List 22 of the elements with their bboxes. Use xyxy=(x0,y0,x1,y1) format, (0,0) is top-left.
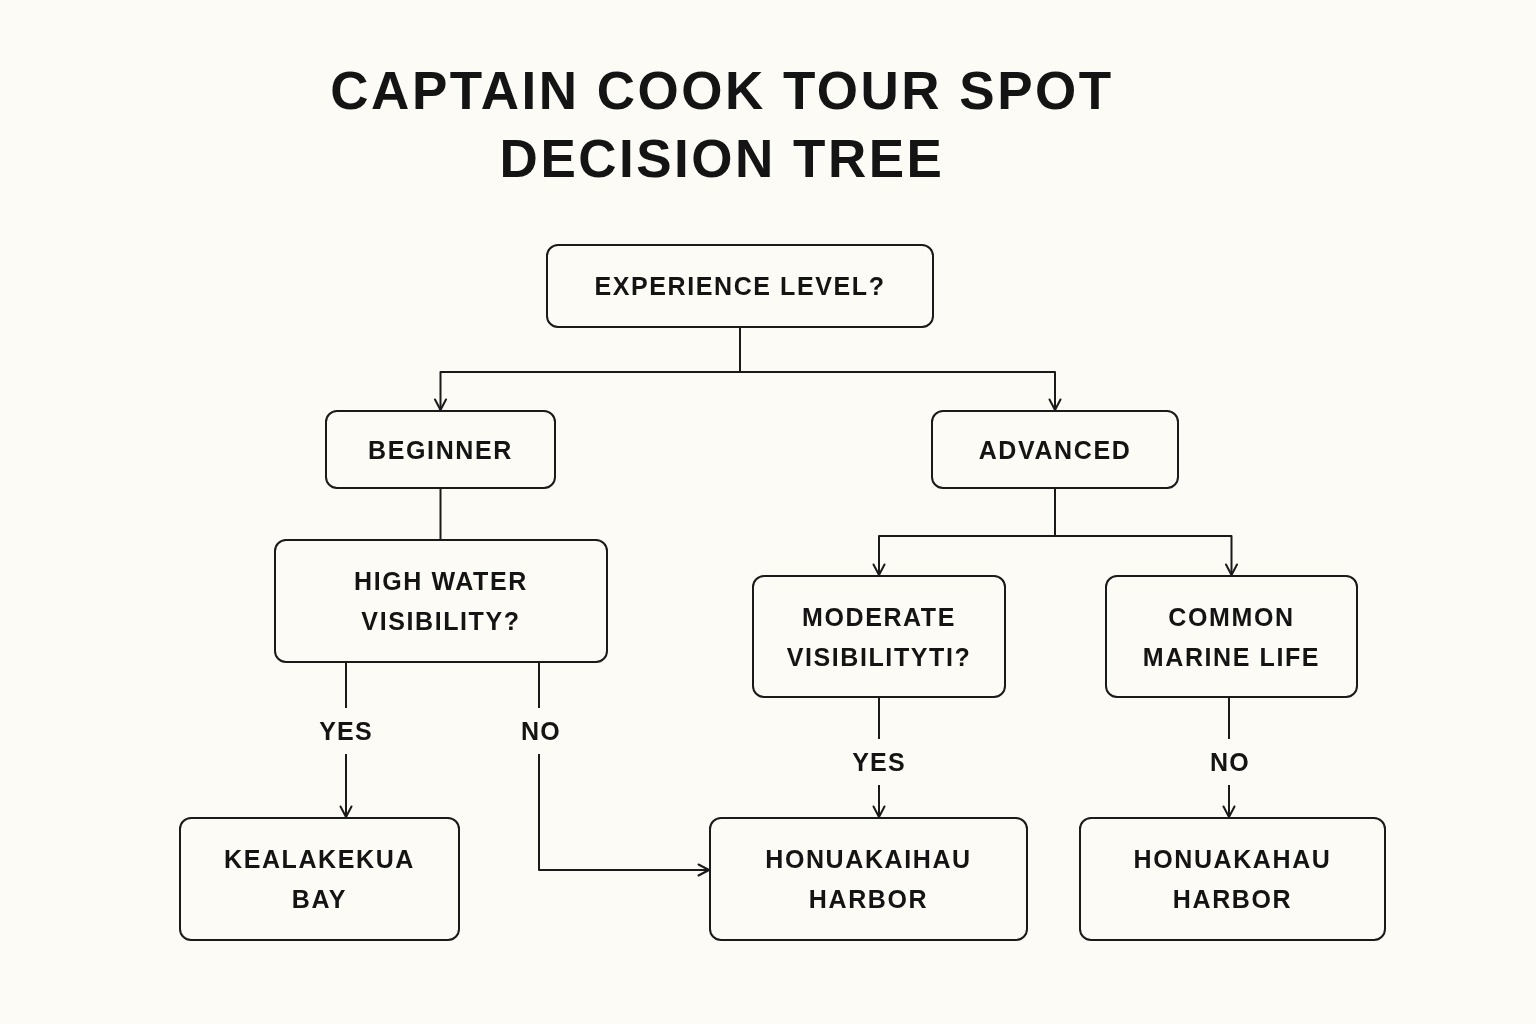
arrow xyxy=(1054,488,1238,576)
destination-text: HONUAKAIHAU HARBOR xyxy=(764,844,973,915)
connector-line xyxy=(439,488,442,540)
title: CAPTAIN COOK TOUR SPOT DECISION TREE xyxy=(329,60,1115,190)
destination-box xyxy=(1079,817,1386,941)
option-text: ADVANCED xyxy=(978,434,1132,466)
arrow xyxy=(538,662,710,877)
destination-box xyxy=(709,817,1028,941)
question-box xyxy=(752,575,1006,698)
option-box xyxy=(325,410,556,489)
destination-box xyxy=(179,817,460,941)
question-text: EXPERIENCE LEVEL? xyxy=(594,271,886,302)
destination-text: HONUAKAHAU HARBOR xyxy=(1132,844,1333,915)
question-box xyxy=(1105,575,1358,698)
question-text: MODERATE VISIBILITYTI? xyxy=(785,601,973,673)
option-box xyxy=(931,410,1179,489)
question-box xyxy=(274,539,608,663)
destination-text: KEALAKEKUA BAY xyxy=(223,844,416,915)
option-text: BEGINNER xyxy=(368,434,513,466)
question-text: HIGH WATER VISIBILITY? xyxy=(353,566,529,637)
question-text: COMMON MARINE LIFE xyxy=(1141,601,1322,673)
question-box xyxy=(546,244,934,328)
